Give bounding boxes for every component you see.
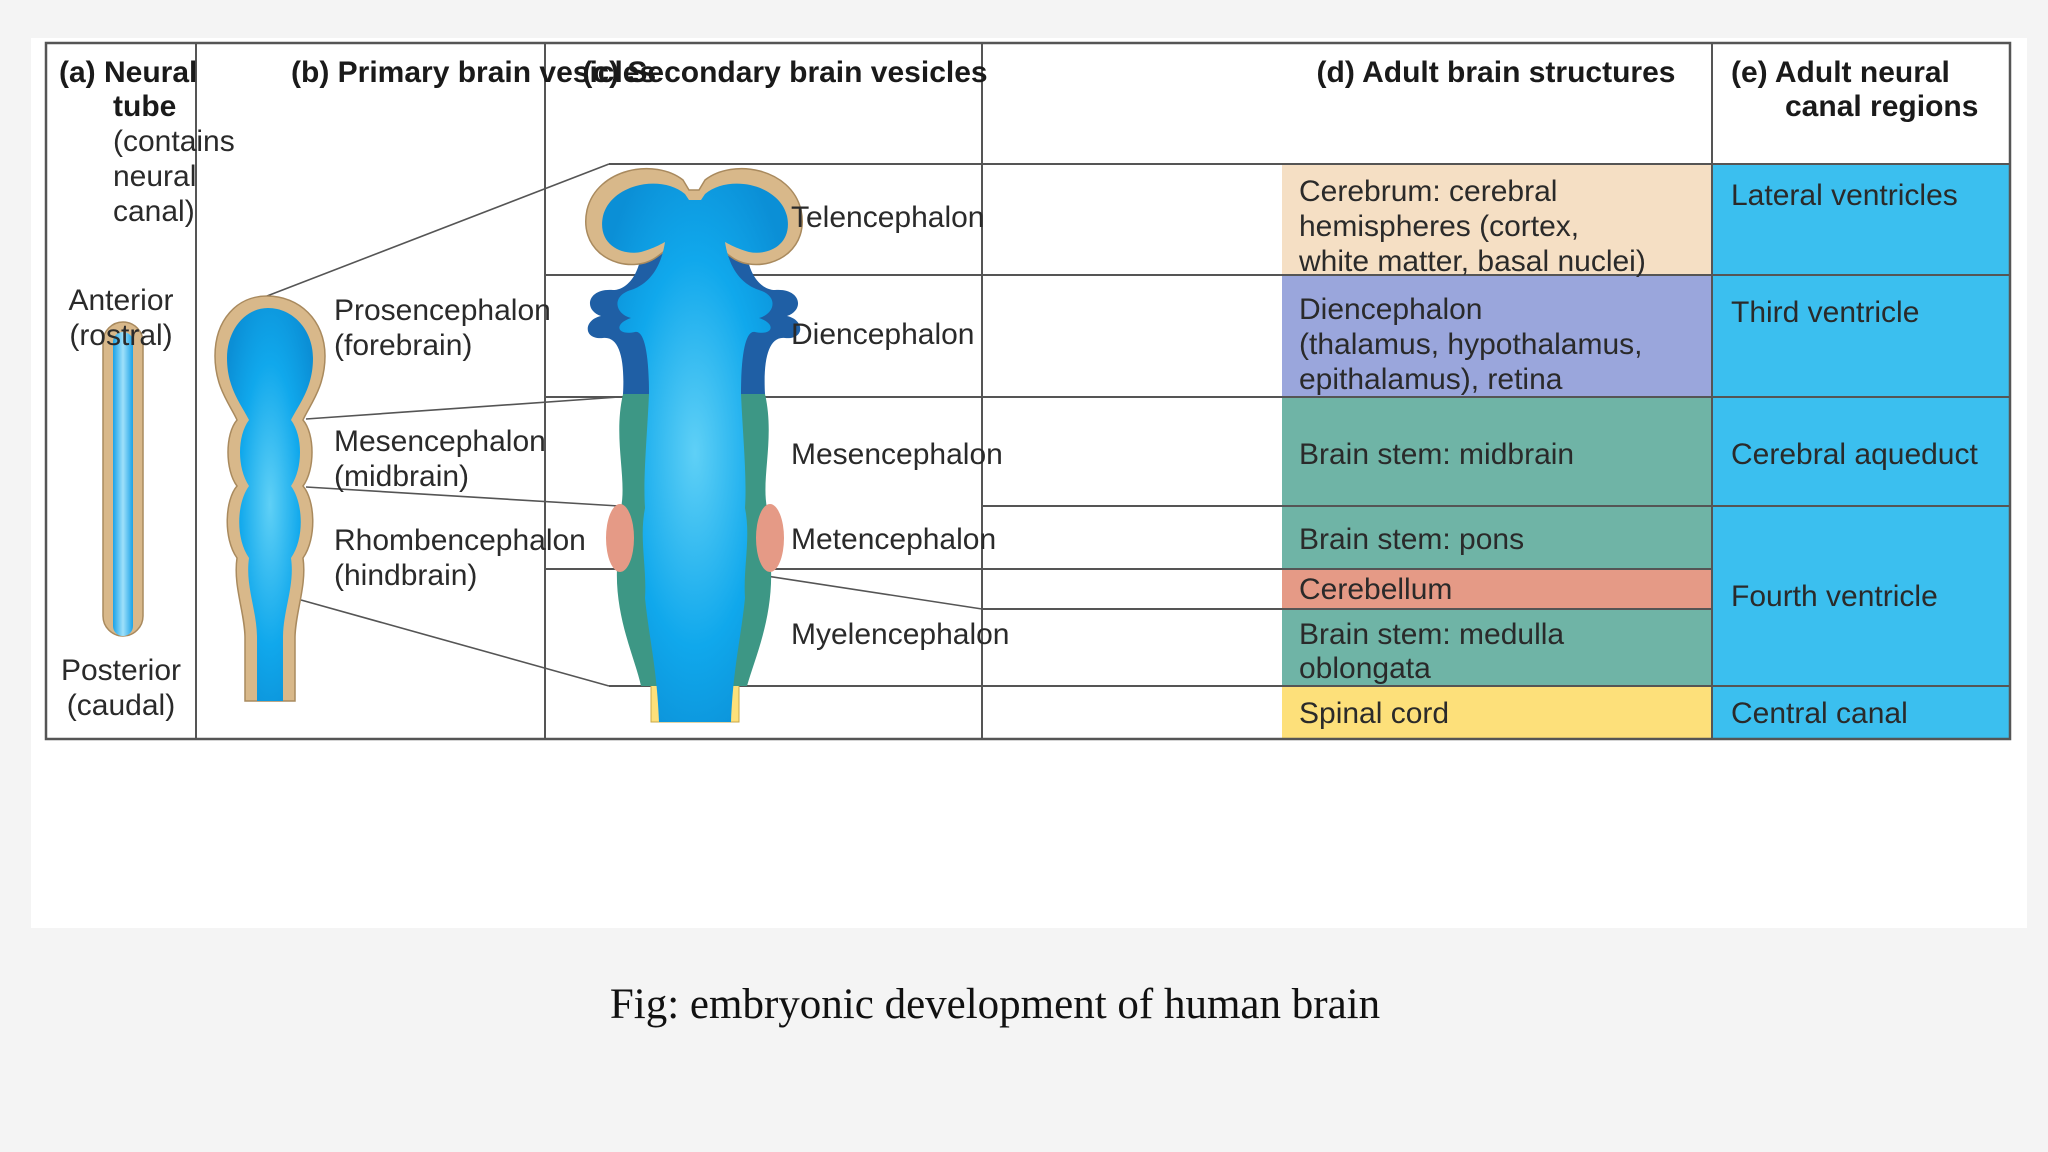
header-e: (e) Adult neural xyxy=(1731,56,1950,89)
anterior-label: Anterior xyxy=(68,284,173,317)
cerebrum-cell-bg xyxy=(1282,164,1712,275)
fourth-ventricle-label: Fourth ventricle xyxy=(1731,580,1938,613)
midbrain-structure: Brain stem: midbrain xyxy=(1299,438,1574,471)
header-a-line2: tube xyxy=(113,90,176,123)
column-headers: (a) Neural tube (b) Primary brain vesicl… xyxy=(59,56,1978,123)
secondary-vesicle-labels: Telencephalon Diencephalon Mesencephalon… xyxy=(791,201,1009,651)
cerebrum-line3: white matter, basal nuclei) xyxy=(1298,245,1646,278)
spinal-cord-structure: Spinal cord xyxy=(1299,697,1449,730)
secondary-vesicles-illustration xyxy=(585,167,803,723)
spinal-cord-cell-bg xyxy=(1282,686,1712,739)
lateral-ventricles-label: Lateral ventricles xyxy=(1731,179,1958,212)
canal-region-labels: Lateral ventricles Third ventricle Cereb… xyxy=(1731,179,1978,730)
telencephalon-label: Telencephalon xyxy=(791,201,985,234)
diencephalon-line1: Diencephalon xyxy=(1299,293,1482,326)
anterior-rostral-label: (rostral) xyxy=(69,319,172,352)
medulla-cell-bg xyxy=(1282,609,1712,686)
neural-canal-note-1: (contains xyxy=(113,125,235,158)
header-e-line2: canal regions xyxy=(1785,90,1978,123)
neural-canal-note-2: neural xyxy=(113,160,196,193)
cerebrum-line2: hemispheres (cortex, xyxy=(1299,210,1579,243)
primary-vesicle-labels: Prosencephalon (forebrain) Mesencephalon… xyxy=(334,294,586,592)
medulla-line1: Brain stem: medulla xyxy=(1299,618,1564,651)
posterior-label: Posterior xyxy=(61,654,181,687)
myelencephalon-label: Myelencephalon xyxy=(791,618,1009,651)
posterior-caudal-label: (caudal) xyxy=(67,689,175,722)
header-c: (c) Secondary brain vesicles xyxy=(582,56,987,89)
metencephalon-label: Metencephalon xyxy=(791,523,996,556)
forebrain-label: (forebrain) xyxy=(334,329,472,362)
figure-caption: Fig: embryonic development of human brai… xyxy=(609,981,1381,1028)
neural-tube-labels: (contains neural canal) Anterior (rostra… xyxy=(61,125,235,722)
cerebellum-structure: Cerebellum xyxy=(1299,573,1452,606)
connector-mesen-bottom xyxy=(305,486,620,507)
primary-vesicles-illustration xyxy=(214,295,326,702)
adult-structure-labels: Cerebrum: cerebral hemispheres (cortex, … xyxy=(1298,175,1646,730)
header-a: (a) Neural xyxy=(59,56,197,89)
mesencephalon-vesicle-label: Mesencephalon xyxy=(791,438,1003,471)
neural-tube-illustration xyxy=(102,321,144,637)
cerebrum-line1: Cerebrum: cerebral xyxy=(1299,175,1557,208)
connector-prosen-bottom xyxy=(305,396,620,420)
cerebellum-cell-bg xyxy=(1282,569,1712,609)
central-canal-label: Central canal xyxy=(1731,697,1908,730)
midbrain-label: (midbrain) xyxy=(334,460,469,493)
diencephalon-cell-bg xyxy=(1282,275,1712,397)
third-ventricle-label: Third ventricle xyxy=(1731,296,1919,329)
mesencephalon-primary-label: Mesencephalon xyxy=(334,425,546,458)
midbrain-cell-bg xyxy=(1282,397,1712,506)
pons-cell-bg xyxy=(1282,506,1712,569)
connector-prosen-top xyxy=(266,163,610,297)
connector-rhomb-bottom xyxy=(300,599,610,687)
canal-column-bg xyxy=(1712,164,2010,739)
brain-development-diagram: (a) Neural tube (b) Primary brain vesicl… xyxy=(44,41,2012,741)
hindbrain-label: (hindbrain) xyxy=(334,559,477,592)
prosencephalon-label: Prosencephalon xyxy=(334,294,551,327)
medulla-line2: oblongata xyxy=(1299,652,1431,685)
diencephalon-line2: (thalamus, hypothalamus, xyxy=(1299,328,1643,361)
rhombencephalon-label: Rhombencephalon xyxy=(334,524,586,557)
figure-panel: (a) Neural tube (b) Primary brain vesicl… xyxy=(31,38,2027,928)
adult-structure-cell-backgrounds xyxy=(1282,164,1712,739)
table-frame xyxy=(44,41,2012,741)
diencephalon-vesicle-label: Diencephalon xyxy=(791,318,974,351)
header-d: (d) Adult brain structures xyxy=(1317,56,1676,89)
cerebral-aqueduct-label: Cerebral aqueduct xyxy=(1731,438,1978,471)
neural-canal-note-3: canal) xyxy=(113,195,195,228)
diencephalon-line3: epithalamus), retina xyxy=(1299,363,1563,396)
header-b: (b) Primary brain vesicles xyxy=(291,56,656,89)
pons-structure: Brain stem: pons xyxy=(1299,523,1524,556)
